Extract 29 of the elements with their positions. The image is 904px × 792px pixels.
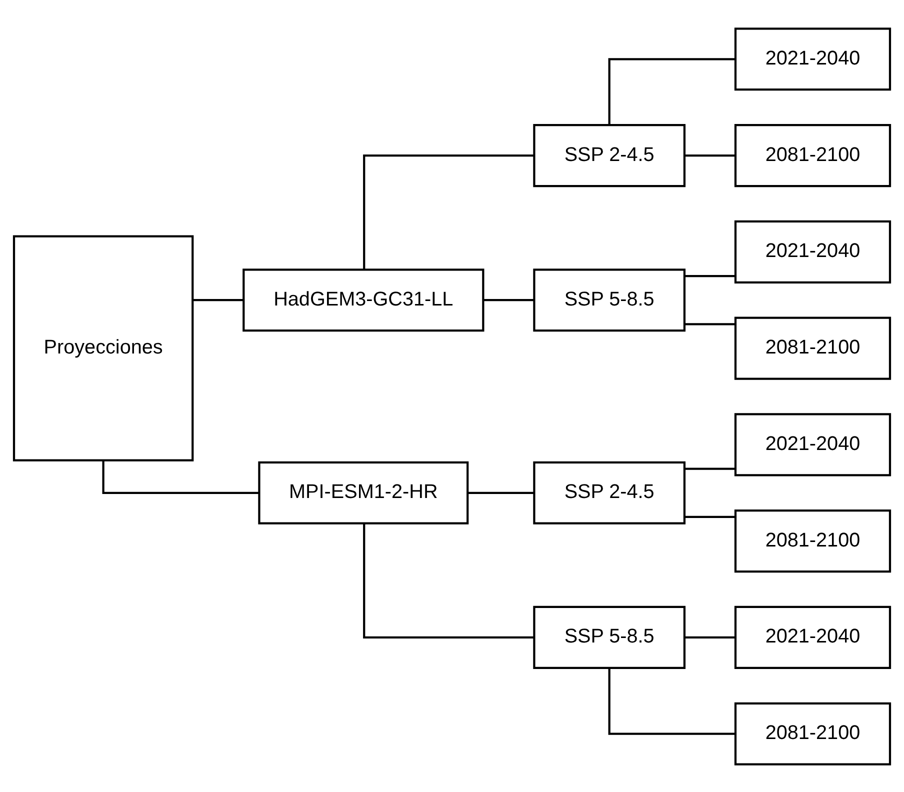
node-box: Proyecciones bbox=[12, 234, 194, 461]
connector bbox=[484, 298, 534, 301]
node-box: 2021-2040 bbox=[734, 605, 892, 668]
node-box: 2021-2040 bbox=[734, 220, 892, 283]
connector bbox=[363, 154, 534, 269]
node-box: SSP 5-8.5 bbox=[533, 605, 686, 668]
node-box: 2081-2100 bbox=[734, 509, 892, 572]
connector bbox=[684, 515, 736, 518]
node-box: SSP 2-4.5 bbox=[533, 460, 686, 524]
connector bbox=[608, 58, 736, 125]
node-box: 2081-2100 bbox=[734, 702, 892, 765]
node-box: 2081-2100 bbox=[734, 316, 892, 380]
node-box: SSP 2-4.5 bbox=[533, 124, 686, 187]
connector bbox=[102, 460, 260, 494]
node-box: 2021-2040 bbox=[734, 27, 892, 90]
connector bbox=[468, 491, 534, 494]
connector bbox=[684, 467, 736, 470]
node-box: 2081-2100 bbox=[734, 124, 892, 187]
node-box: 2021-2040 bbox=[734, 412, 892, 476]
node-box: SSP 5-8.5 bbox=[533, 268, 686, 332]
connector bbox=[192, 298, 244, 301]
connector bbox=[363, 523, 534, 638]
connector bbox=[684, 274, 736, 277]
node-box: HadGEM3-GC31-LL bbox=[242, 268, 484, 332]
connector bbox=[684, 322, 736, 325]
node-box: MPI-ESM1-2-HR bbox=[258, 460, 469, 524]
connector bbox=[684, 154, 736, 156]
connector bbox=[684, 636, 736, 638]
connector bbox=[608, 667, 736, 734]
